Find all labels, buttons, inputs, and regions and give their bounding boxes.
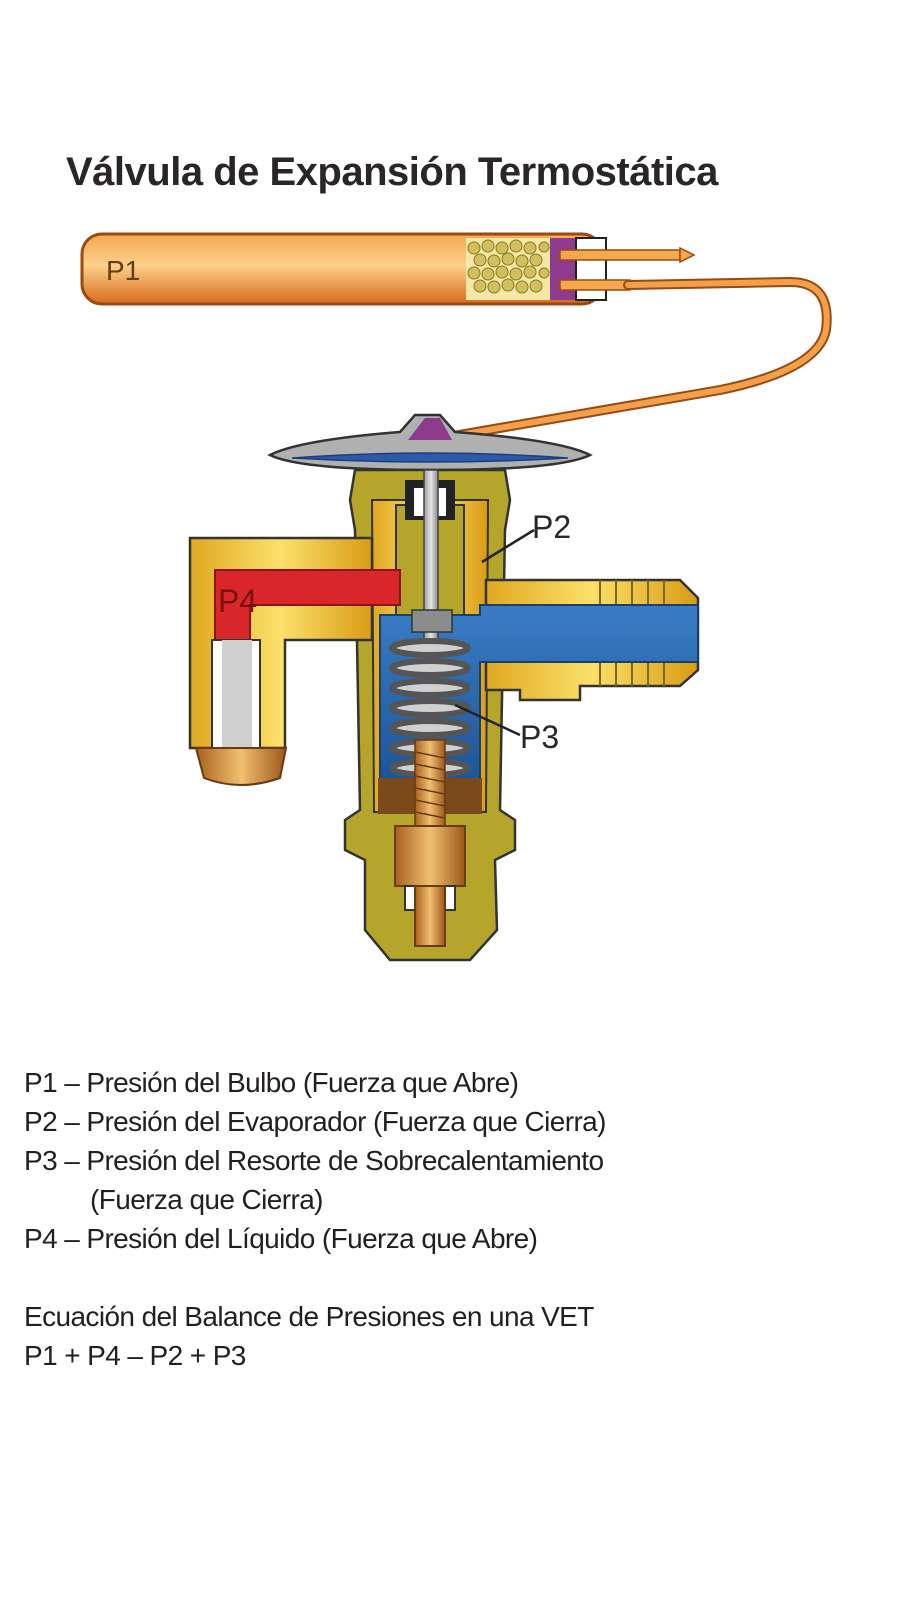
- legend-item-p4: P4 – Presión del Líquido (Fuerza que Abr…: [24, 1223, 538, 1254]
- sensing-bulb: [80, 232, 696, 306]
- p3-pointer-line: [454, 703, 521, 737]
- capillary-tube: [425, 276, 832, 445]
- adjusting-screw: [378, 739, 482, 947]
- label-p2: P2: [532, 509, 571, 545]
- liquid-inlet: [194, 569, 401, 786]
- legend-item-p1: P1 – Presión del Bulbo (Fuerza que Abre): [24, 1067, 519, 1098]
- equation-formula: P1 + P4 – P2 + P3: [24, 1340, 246, 1371]
- expansion-valve-diagram: P1 P2 P3 P4: [80, 232, 832, 962]
- equation-heading: Ecuación del Balance de Presiones en una…: [24, 1301, 594, 1332]
- label-p4: P4: [218, 583, 257, 619]
- power-head: [267, 413, 593, 472]
- page-title: Válvula de Expansión Termostática: [66, 150, 718, 194]
- label-p1: P1: [106, 255, 140, 286]
- balance-equation: Ecuación del Balance de Presiones en una…: [24, 1297, 594, 1375]
- legend-item-p3-continued: (Fuerza que Cierra): [90, 1184, 324, 1215]
- legend-item-p2: P2 – Presión del Evaporador (Fuerza que …: [24, 1106, 606, 1137]
- superheat-spring: [389, 638, 471, 778]
- pressure-legend: P1 – Presión del Bulbo (Fuerza que Abre)…: [24, 1063, 606, 1258]
- legend-item-p3: P3 – Presión del Resorte de Sobrecalenta…: [24, 1145, 604, 1176]
- label-p3: P3: [520, 719, 559, 755]
- p2-pointer-line: [481, 528, 535, 564]
